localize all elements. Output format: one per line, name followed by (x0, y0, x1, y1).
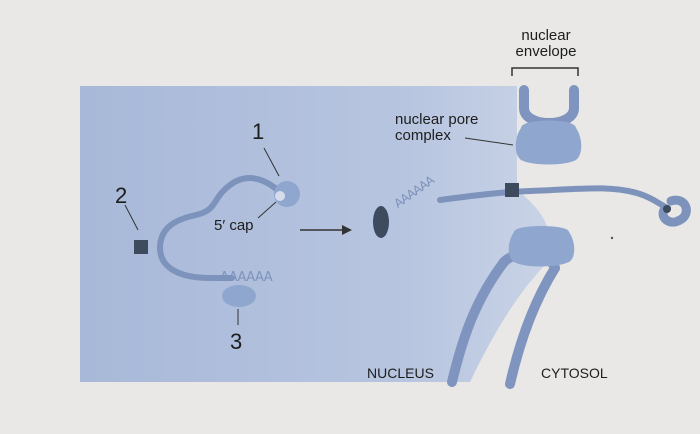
envelope-top-outer (519, 85, 579, 128)
five-prime-cap-dot (275, 191, 285, 201)
marker-3-label: 3 (230, 329, 243, 354)
marker-2-label: 2 (115, 183, 128, 208)
envelope-bottom-left (447, 257, 509, 387)
polya-binding-protein-3 (222, 285, 256, 307)
nuclear-pore-label: nuclear pore complex (395, 112, 478, 144)
nuclear-envelope-label: nuclear envelope (508, 28, 584, 60)
nuclear-pore-line2: complex (395, 126, 451, 144)
nuclear-pore-bottom (508, 226, 575, 267)
five-prime-cap-label: 5′ cap (214, 217, 254, 234)
nucleus-label: NUCLEUS (367, 365, 434, 381)
poly-a-tail-label: AAAAAA (220, 270, 273, 285)
mrna-strand-left (156, 175, 286, 281)
exon-junction-protein-exiting (505, 183, 519, 197)
nucleus-region (80, 86, 548, 382)
exon-junction-protein-2 (134, 240, 148, 254)
five-prime-cap-cytosol-dot (663, 205, 671, 213)
cap-binding-protein-cytosol (658, 195, 691, 227)
cytosol-label: CYTOSOL (541, 365, 608, 381)
dot (610, 236, 614, 240)
envelope-bottom-right (505, 263, 560, 389)
transport-arrow-head (342, 225, 352, 235)
marker-1-label: 1 (252, 119, 265, 144)
nuclear-pore-top (515, 120, 582, 165)
envelope-bracket (511, 67, 579, 76)
leader-cap (257, 201, 277, 219)
pore-leader-line (464, 137, 514, 146)
nuclear-envelope-line1: nuclear (521, 27, 571, 44)
mrna-strand-right (437, 185, 671, 211)
nuclear-envelope-line2: envelope (515, 42, 577, 60)
leader-2 (124, 204, 139, 231)
leader-1 (263, 147, 280, 177)
nuclear-pore-line1: nuclear pore (395, 111, 479, 128)
polya-binding-protein-exiting (373, 206, 389, 238)
